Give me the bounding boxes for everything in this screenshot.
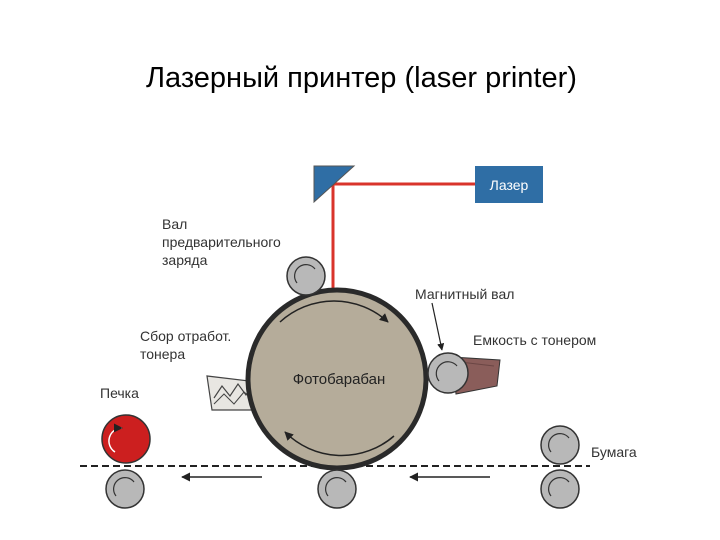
mirror-icon [313, 165, 356, 204]
svg-text:тонера: тонера [140, 346, 185, 362]
paper-feed-roller [540, 469, 580, 509]
paper-feed-roller-top [540, 425, 580, 465]
fuser-pressure-roller [105, 469, 145, 509]
laser-beam [331, 182, 475, 290]
laser-unit: Лазер [475, 166, 543, 203]
paper-label: Бумага [591, 444, 637, 460]
magnetic-roller [427, 352, 469, 394]
photo-drum: Фотобарабан [245, 287, 429, 471]
waste-toner-label: Сбор отработ. тонера [140, 328, 231, 362]
magnetic-roller-pointer [431, 302, 445, 351]
svg-text:предварительного: предварительного [162, 234, 281, 250]
drum-label: Фотобарабан [293, 371, 386, 388]
fuser-label: Печка [100, 385, 139, 401]
laser-label: Лазер [490, 177, 529, 193]
svg-text:заряда: заряда [162, 252, 208, 268]
diagram-title: Лазерный принтер (laser printer) [146, 62, 577, 94]
precharge-roller [286, 256, 326, 296]
svg-text:Сбор отработ.: Сбор отработ. [140, 328, 231, 344]
toner-container-label: Емкость с тонером [473, 332, 596, 348]
fuser-roller [101, 414, 151, 464]
svg-text:Вал: Вал [162, 216, 187, 232]
precharge-roller-label: Вал предварительного заряда [162, 216, 281, 268]
transfer-roller [317, 469, 357, 509]
magnetic-roller-label: Магнитный вал [415, 286, 514, 302]
